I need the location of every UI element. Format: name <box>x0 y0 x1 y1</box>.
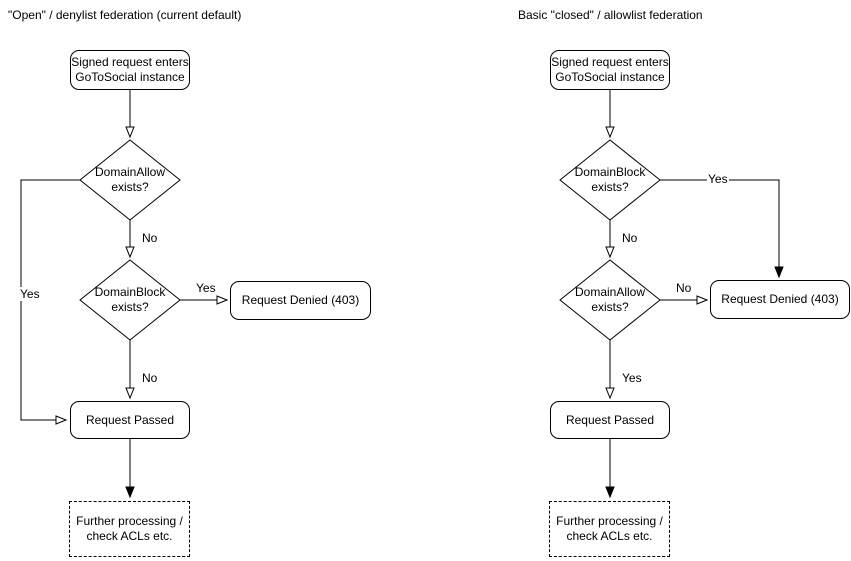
right-decision1-yes-edge-label: Yes <box>707 172 729 186</box>
right-decision2-diamond <box>559 259 661 341</box>
left-decision1-diamond <box>79 139 181 221</box>
left-decision2-diamond <box>79 259 181 341</box>
left-decision1-no-edge-label: No <box>141 231 159 245</box>
left-decision2-label: DomainBlock exists? <box>94 285 166 314</box>
left-column-title: "Open" / denylist federation (current de… <box>8 8 242 22</box>
right-edge-decision1-yes-to-denied <box>660 179 784 279</box>
left-passed-node: Request Passed <box>70 401 190 439</box>
right-column-title: Basic "closed" / allowlist federation <box>518 8 703 22</box>
right-further-node: Further processing / check ACLs etc. <box>549 501 670 557</box>
left-decision2-yes-edge-label: Yes <box>195 281 217 295</box>
left-further-node: Further processing / check ACLs etc. <box>69 501 190 557</box>
right-decision1-label: DomainBlock exists? <box>574 165 646 194</box>
left-decision2-no-edge-label: No <box>141 371 159 385</box>
right-denied-node: Request Denied (403) <box>710 280 850 319</box>
left-decision1-label: DomainAllow exists? <box>94 165 166 194</box>
right-start-node: Signed request enters GoToSocial instanc… <box>550 50 670 90</box>
right-decision1-no-edge-label: No <box>621 231 639 245</box>
right-decision2-no-edge-label: No <box>675 281 693 295</box>
left-decision1-yes-edge-label: Yes <box>19 287 41 301</box>
right-passed-node: Request Passed <box>550 401 670 439</box>
left-start-node: Signed request enters GoToSocial instanc… <box>70 50 190 90</box>
right-decision1-diamond <box>559 139 661 221</box>
right-decision2-yes-edge-label: Yes <box>621 371 643 385</box>
left-denied-node: Request Denied (403) <box>230 281 371 320</box>
right-decision2-label: DomainAllow exists? <box>574 285 646 314</box>
